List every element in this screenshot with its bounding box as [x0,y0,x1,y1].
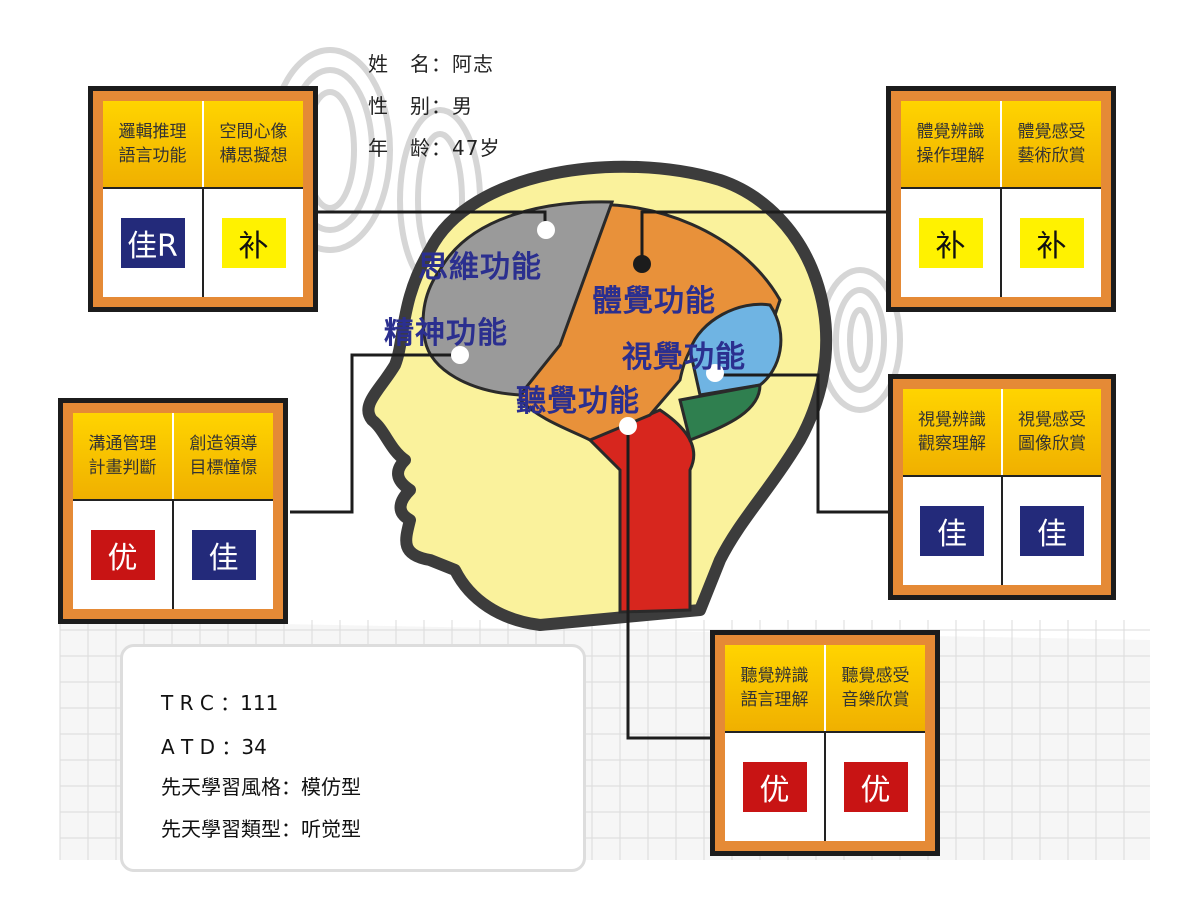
header-line: 體覺感受 [1017,122,1086,142]
age-row: 年 龄：47岁 [368,132,500,161]
header-line: 溝通管理 [88,434,157,454]
grade-badge: 优 [90,530,155,580]
region-label-spirit: 精神功能 [384,316,508,351]
card-management: 溝通管理 計畫判斷 創造領導 目標憧憬 优 佳 [58,398,288,624]
card-management-header-right: 創造領導 目標憧憬 [174,413,273,499]
grade-badge: 补 [221,218,286,268]
header-line: 視覺感受 [1018,410,1086,430]
header-line: 目標憧憬 [189,458,258,478]
grade-badge: 优 [742,762,807,812]
age-value: 47岁 [452,136,501,160]
grade-badge: 佳 [191,530,256,580]
region-label-visual: 視覺功能 [622,340,746,375]
card-visual-header-left: 視覺辨識 觀察理解 [903,389,1003,475]
grade-badge: 佳 [1020,506,1084,556]
stat-trc: T R C ：111 [161,691,279,715]
card-hearing: 聽覺辨識 語言理解 聽覺感受 音樂欣賞 优 优 [710,630,940,856]
grade-badge: 补 [918,218,983,268]
thinking-region-shape [421,200,615,397]
header-line: 語言理解 [740,690,809,710]
header-line: 體覺辨識 [916,122,985,142]
header-line: 創造領導 [189,434,258,454]
header-line: 計畫判斷 [88,458,157,478]
header-line: 語言功能 [118,146,187,166]
stat-learning-style: 先天學習風格：模仿型 [161,775,361,799]
grade-badge: 补 [1019,218,1084,268]
region-label-thinking: 思維功能 [418,250,542,285]
name-value: 阿志 [452,52,494,76]
card-visual: 視覺辨識 觀察理解 視覺感受 圖像欣賞 佳 佳 [888,374,1116,600]
gender-value: 男 [452,94,473,118]
header-line: 視覺辨識 [918,410,986,430]
card-logic-header-left: 邏輯推理 語言功能 [103,101,204,187]
card-body: 體覺辨識 操作理解 體覺感受 藝術欣賞 补 补 [886,86,1116,312]
card-visual-header-right: 視覺感受 圖像欣賞 [1003,389,1101,475]
age-label: 年 龄： [368,136,452,160]
card-hearing-header-left: 聽覺辨識 語言理解 [725,645,826,731]
spinal-cord-shape [587,408,696,614]
name-row: 姓 名：阿志 [368,48,494,77]
region-label-body: 體覺功能 [592,284,716,319]
grade-badge: 佳 [920,506,984,556]
card-logic-header-right: 空間心像 構思擬想 [204,101,303,187]
grade-badge: 佳R [120,218,185,268]
gender-row: 性 别：男 [368,90,473,119]
card-hearing-header-right: 聽覺感受 音樂欣賞 [826,645,925,731]
header-line: 音樂欣賞 [841,690,910,710]
gender-label: 性 别： [368,94,452,118]
header-line: 聽覺感受 [841,666,910,686]
header-line: 空間心像 [219,122,288,142]
header-line: 藝術欣賞 [1017,146,1086,166]
grade-badge: 优 [843,762,908,812]
card-logic-space: 邏輯推理 語言功能 空間心像 構思擬想 佳R 补 [88,86,318,312]
stat-learning-type: 先天學習類型：听觉型 [161,817,361,841]
card-body-header-left: 體覺辨識 操作理解 [901,101,1002,187]
card-body-header-right: 體覺感受 藝術欣賞 [1002,101,1101,187]
region-label-hearing: 聽覺功能 [516,384,640,419]
header-line: 邏輯推理 [118,122,187,142]
header-line: 構思擬想 [219,146,288,166]
stats-panel: T R C ：111 A T D ：34 先天學習風格：模仿型 先天學習類型：听… [120,644,586,872]
name-label: 姓 名： [368,52,452,76]
card-management-header-left: 溝通管理 計畫判斷 [73,413,174,499]
header-line: 觀察理解 [918,434,986,454]
connector-lines [290,210,888,740]
header-line: 操作理解 [916,146,985,166]
stat-atd: A T D ：34 [161,735,267,759]
region-dots [451,221,724,435]
header-line: 圖像欣賞 [1018,434,1086,454]
cerebellum-shape [678,383,762,442]
header-line: 聽覺辨識 [740,666,809,686]
